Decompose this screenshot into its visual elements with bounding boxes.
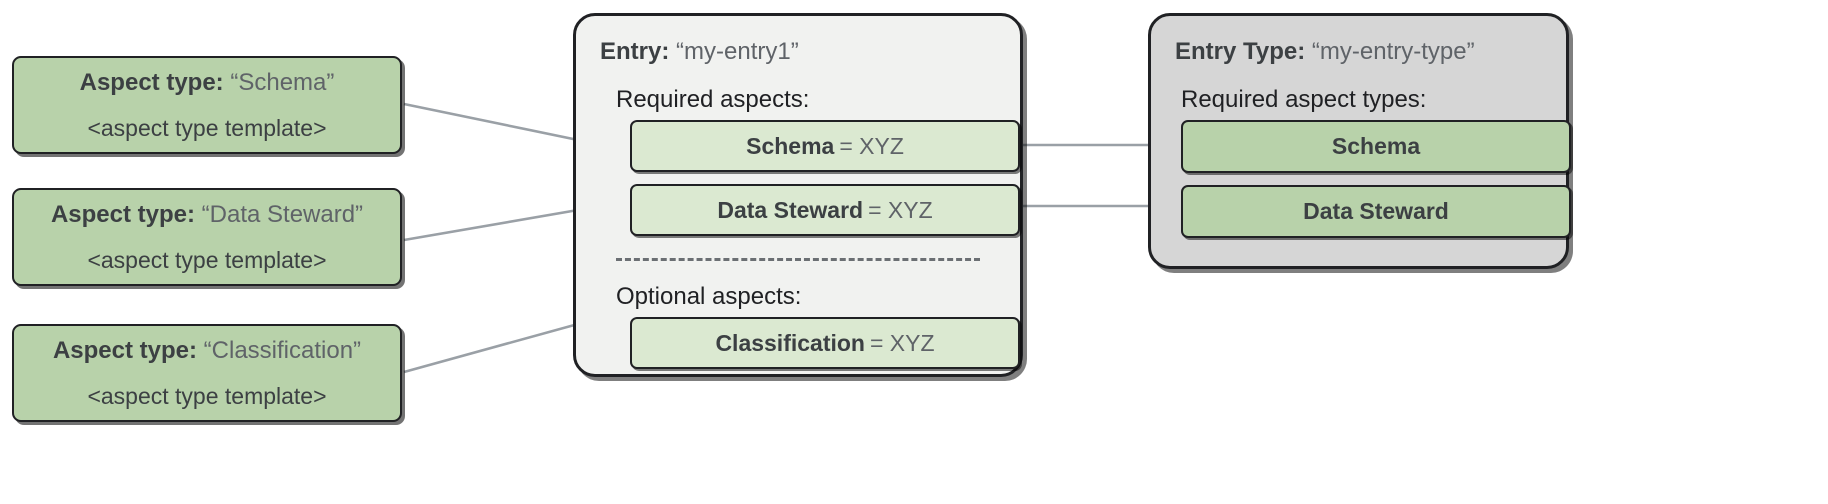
entry-aspect-key: Data Steward — [717, 196, 864, 223]
aspect-type-card-data-steward[interactable]: Aspect type: “Data Steward” <aspect type… — [12, 188, 402, 286]
entry-aspect-value: = XYZ — [869, 329, 935, 356]
aspect-type-label: Aspect type: — [50, 200, 195, 228]
entry-aspect-key: Schema — [746, 132, 835, 159]
aspect-type-card-schema[interactable]: Aspect type: “Schema” <aspect type templ… — [12, 56, 402, 154]
entry-aspect-classification[interactable]: Classification = XYZ — [630, 317, 1020, 369]
aspect-type-template: <aspect type template> — [87, 114, 327, 141]
aspect-type-card-classification[interactable]: Aspect type: “Classification” <aspect ty… — [12, 324, 402, 422]
entry-type-aspect-schema[interactable]: Schema — [1181, 120, 1571, 173]
entry-aspect-key: Classification — [715, 329, 865, 356]
entry-name: “my-entry1” — [676, 38, 799, 65]
aspect-type-name: “Schema” — [230, 68, 335, 96]
entry-type-aspect-data-steward[interactable]: Data Steward — [1181, 185, 1571, 238]
entry-title: Entry: “my-entry1” — [600, 40, 998, 64]
entry-aspect-value: = XYZ — [868, 196, 933, 223]
required-aspects-heading: Required aspects: — [616, 86, 810, 113]
aspect-type-title: Aspect type: “Schema” — [79, 68, 335, 96]
aspect-type-label: Aspect type: — [52, 336, 197, 364]
aspect-type-template: <aspect type template> — [87, 382, 327, 409]
entry-aspect-schema[interactable]: Schema = XYZ — [630, 120, 1020, 172]
required-optional-divider — [616, 258, 980, 261]
entry-type-aspect-key: Data Steward — [1303, 198, 1449, 224]
required-aspect-types-heading: Required aspect types: — [1181, 86, 1427, 113]
optional-aspects-heading: Optional aspects: — [616, 283, 802, 310]
entry-aspect-data-steward[interactable]: Data Steward = XYZ — [630, 184, 1020, 236]
aspect-type-label: Aspect type: — [79, 68, 224, 96]
aspect-type-template: <aspect type template> — [87, 246, 327, 273]
entry-panel[interactable]: Entry: “my-entry1” Required aspects: Sch… — [573, 13, 1023, 377]
entry-label: Entry: — [600, 38, 670, 65]
aspect-type-title: Aspect type: “Data Steward” — [50, 200, 364, 228]
entry-type-panel[interactable]: Entry Type: “my-entry-type” Required asp… — [1148, 13, 1571, 269]
entry-type-label: Entry Type: — [1175, 38, 1306, 65]
aspect-type-title: Aspect type: “Classification” — [52, 336, 362, 364]
entry-type-aspect-key: Schema — [1331, 133, 1421, 159]
entry-aspect-value: = XYZ — [839, 132, 904, 159]
entry-type-name: “my-entry-type” — [1311, 38, 1475, 65]
aspect-type-name: “Data Steward” — [201, 200, 364, 228]
aspect-type-name: “Classification” — [203, 336, 362, 364]
entry-type-title: Entry Type: “my-entry-type” — [1175, 40, 1544, 64]
